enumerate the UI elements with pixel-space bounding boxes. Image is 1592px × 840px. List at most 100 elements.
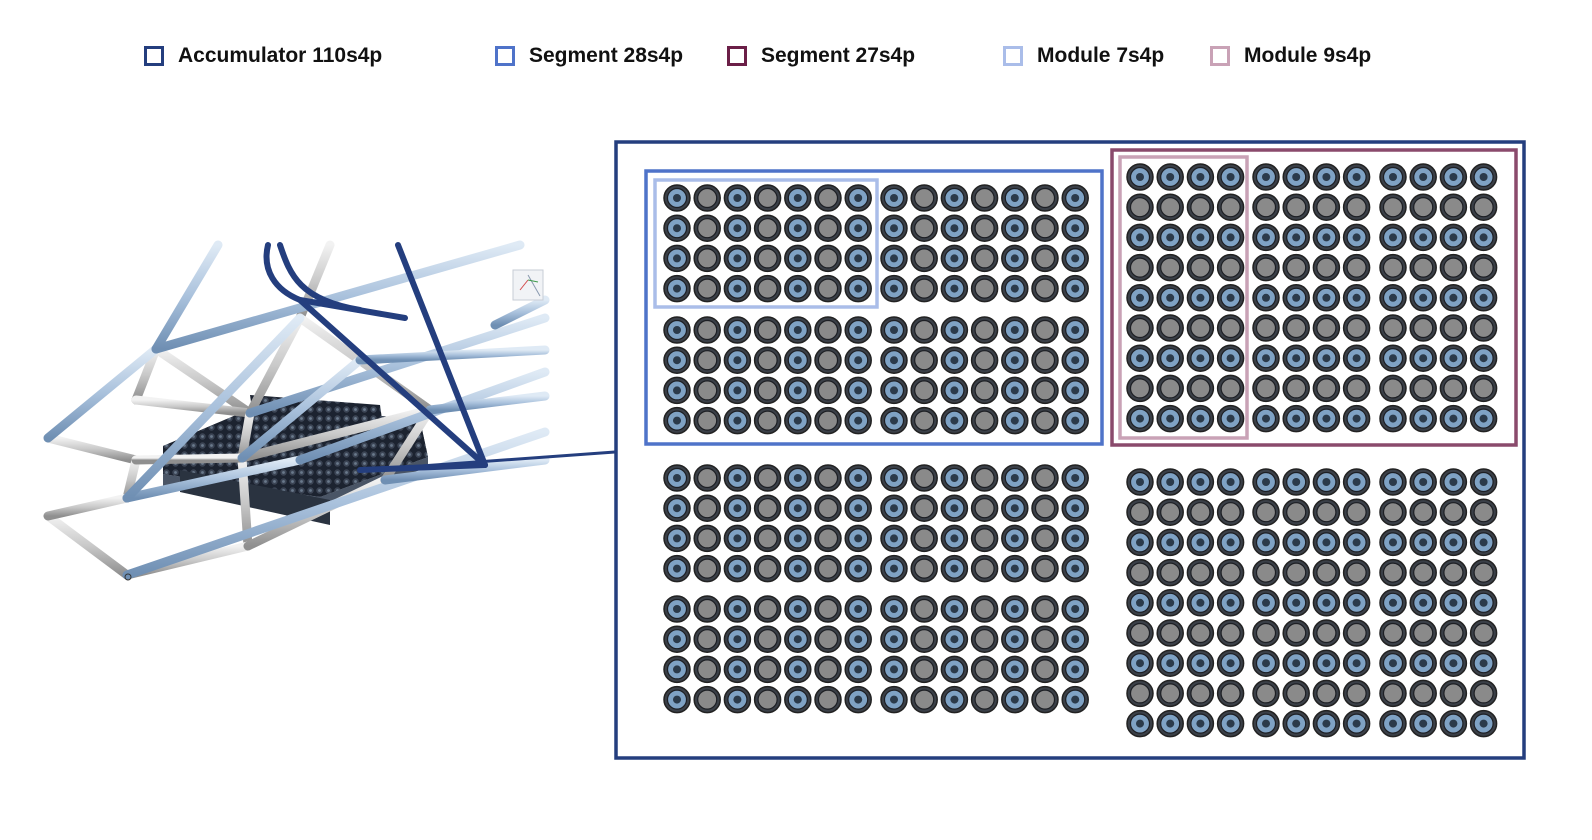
battery-cell	[753, 346, 782, 374]
battery-cell	[753, 625, 782, 653]
battery-cell	[693, 184, 721, 212]
battery-cell	[663, 595, 691, 623]
battery-cell	[753, 376, 782, 405]
battery-cell	[1031, 274, 1059, 303]
battery-cell	[910, 274, 938, 303]
battery-cell	[1186, 709, 1215, 738]
battery-cell	[880, 184, 908, 212]
legend-item-module-9s4p: Module 9s4p	[1210, 44, 1371, 68]
battery-cell	[1216, 344, 1245, 372]
battery-cell	[693, 625, 721, 653]
battery-cell	[784, 655, 812, 684]
battery-cell	[1156, 404, 1184, 433]
battery-cell	[1061, 655, 1089, 684]
battery-cell	[1312, 589, 1341, 617]
battery-cell	[1379, 589, 1407, 617]
battery-cell	[1379, 163, 1407, 191]
battery-cell	[693, 494, 721, 522]
module-9s4p-box	[1118, 155, 1249, 440]
battery-cell	[814, 595, 842, 623]
battery-cell	[753, 494, 782, 522]
battery-cell	[663, 685, 691, 714]
battery-cell	[1031, 595, 1059, 623]
battery-cell	[1126, 404, 1154, 433]
battery-cell	[970, 316, 999, 344]
battery-cell	[1312, 344, 1341, 372]
battery-cell	[1409, 679, 1437, 708]
battery-cell	[844, 655, 872, 684]
battery-cell	[723, 494, 752, 522]
battery-cell	[1001, 494, 1029, 522]
battery-cell	[1342, 344, 1371, 372]
battery-cell	[1156, 498, 1184, 526]
battery-cell	[970, 524, 999, 553]
battery-cell	[880, 464, 908, 492]
battery-cell	[1061, 376, 1089, 405]
battery-cell	[1186, 498, 1215, 526]
battery-cell	[880, 494, 908, 522]
battery-cell	[1216, 498, 1245, 526]
battery-cell	[1031, 316, 1059, 344]
battery-cell	[1282, 284, 1310, 312]
battery-cell	[1469, 284, 1498, 312]
battery-cell	[1252, 679, 1280, 708]
battery-cell	[753, 274, 782, 303]
battery-cell	[1439, 589, 1468, 617]
battery-cell	[1379, 619, 1407, 647]
battery-cell	[844, 554, 872, 583]
battery-cell	[1312, 679, 1341, 708]
battery-cell	[1342, 404, 1371, 433]
battery-cell	[1001, 274, 1029, 303]
battery-cell	[1469, 649, 1498, 677]
battery-cell	[1312, 163, 1341, 191]
battery-cell	[1126, 558, 1154, 587]
battery-cell	[1216, 163, 1245, 191]
battery-cell	[1001, 376, 1029, 405]
battery-cell	[814, 376, 842, 405]
battery-cell	[1186, 468, 1215, 496]
battery-cell	[1312, 374, 1341, 403]
battery-cell	[844, 346, 872, 374]
battery-cell	[940, 464, 969, 492]
battery-cell	[723, 524, 752, 553]
battery-cell	[940, 214, 969, 242]
battery-cell	[723, 464, 752, 492]
battery-cell	[910, 655, 938, 684]
battery-cell	[693, 274, 721, 303]
battery-cell	[910, 524, 938, 553]
battery-cell	[1342, 223, 1371, 252]
battery-cell	[1439, 619, 1468, 647]
legend-label-module-9s4p: Module 9s4p	[1244, 44, 1372, 67]
battery-cell	[1379, 223, 1407, 252]
battery-cell	[1216, 528, 1245, 557]
battery-cell	[1312, 649, 1341, 677]
battery-cell	[1186, 193, 1215, 221]
battery-cell	[1439, 163, 1468, 191]
battery-cell	[693, 524, 721, 553]
battery-cell	[1001, 214, 1029, 242]
battery-cell	[753, 685, 782, 714]
battery-cell	[663, 524, 691, 553]
battery-cell	[1439, 558, 1468, 587]
frame-render	[43, 240, 616, 581]
battery-cell	[1031, 554, 1059, 583]
battery-cell	[1252, 193, 1280, 221]
battery-cell	[1312, 528, 1341, 557]
battery-cell	[910, 184, 938, 212]
battery-cell	[784, 625, 812, 653]
battery-cell	[1379, 253, 1407, 282]
battery-cell	[970, 376, 999, 405]
battery-cell	[1061, 595, 1089, 623]
battery-cell	[1252, 619, 1280, 647]
battery-cell	[784, 376, 812, 405]
frame-tubes-dark	[263, 242, 488, 473]
battery-cell	[663, 346, 691, 374]
battery-cell	[940, 376, 969, 405]
battery-cell	[1379, 558, 1407, 587]
battery-cell	[1252, 284, 1280, 312]
battery-cell	[1216, 619, 1245, 647]
battery-cell	[1469, 163, 1498, 191]
battery-cell	[723, 214, 752, 242]
battery-cell	[663, 655, 691, 684]
